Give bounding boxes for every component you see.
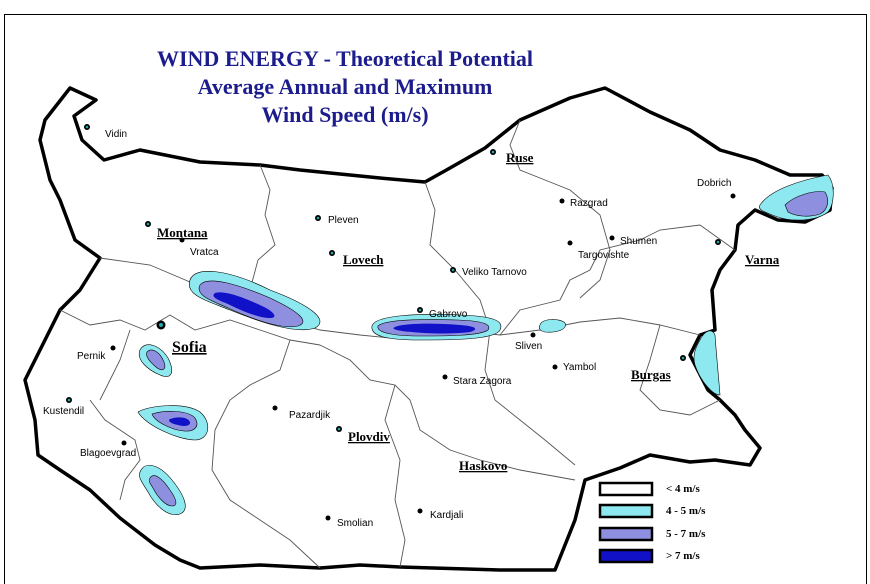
city-label: Kardjali xyxy=(430,510,463,521)
wind-zone-sliven xyxy=(538,319,566,333)
title-line-2: Average Annual and Maximum xyxy=(197,74,493,99)
region-label: Plovdiv xyxy=(348,429,390,444)
legend-label: < 4 m/s xyxy=(666,483,700,495)
region-sofia: Sofia xyxy=(156,320,207,356)
city-label: Yambol xyxy=(563,362,596,373)
city-label: Smolian xyxy=(337,518,373,529)
city-blagoevgrad: Blagoevgrad xyxy=(80,440,136,459)
city-targovishte: Targovishte xyxy=(567,240,630,261)
wind-zone-balkan-west xyxy=(188,270,321,331)
city-sliven: Sliven xyxy=(515,332,542,352)
capital-label: Sofia xyxy=(172,339,207,356)
region-label: Haskovo xyxy=(459,458,507,473)
city-label: Dobrich xyxy=(697,178,731,189)
city-label: Veliko Tarnovo xyxy=(462,267,527,278)
city-shumen: Shumen xyxy=(609,235,657,247)
city-razgrad: Razgrad xyxy=(559,198,608,209)
region-haskovo: Haskovo xyxy=(459,458,507,473)
wind-zone-vitosha xyxy=(138,344,173,377)
city-smolian: Smolian xyxy=(325,515,373,529)
legend-item-below-4: < 4 m/s xyxy=(598,481,700,497)
city-label: Shumen xyxy=(620,236,657,247)
city-yambol: Yambol xyxy=(552,362,596,373)
wind-zone-kaliakra xyxy=(759,174,834,221)
city-label: Sliven xyxy=(515,341,542,352)
city-label: Stara Zagora xyxy=(453,376,512,387)
city-label: Blagoevgrad xyxy=(80,448,136,459)
region-label: Burgas xyxy=(631,367,671,382)
map-title: WIND ENERGY - Theoretical Potential Aver… xyxy=(100,45,590,129)
wind-zone-burgas-coast xyxy=(693,330,721,396)
city-dobrich: Dobrich xyxy=(697,178,736,199)
map-frame xyxy=(4,14,867,584)
city-pernik: Pernik xyxy=(77,345,116,362)
legend-label: 4 - 5 m/s xyxy=(666,505,706,517)
city-label: Kustendil xyxy=(43,406,84,417)
region-lovech: Lovech xyxy=(329,250,384,267)
city-label: Razgrad xyxy=(570,198,608,209)
legend-label: 5 - 7 m/s xyxy=(666,528,706,540)
country-border xyxy=(23,86,834,572)
region-label: Lovech xyxy=(343,252,384,267)
region-label: Montana xyxy=(157,225,208,240)
wind-zone-balkan-central xyxy=(371,314,502,341)
city-vidin: Vidin xyxy=(84,124,127,140)
region-ruse: Ruse xyxy=(490,149,534,165)
legend-item-4-5: 4 - 5 m/s xyxy=(598,503,706,519)
title-line-1: WIND ENERGY - Theoretical Potential xyxy=(156,46,533,71)
city-label: Targovishte xyxy=(578,250,630,261)
city-pazardjik: Pazardjik xyxy=(272,405,331,421)
legend-label: > 7 m/s xyxy=(666,550,700,562)
region-label: Ruse xyxy=(506,150,534,165)
city-kardjali: Kardjali xyxy=(417,508,463,521)
region-montana: Montana xyxy=(145,221,208,240)
city-label: Pleven xyxy=(328,215,359,226)
city-stara-zagora: Stara Zagora xyxy=(442,374,512,387)
legend: < 4 m/s 4 - 5 m/s 5 - 7 m/s > 7 m/s xyxy=(598,481,706,564)
city-label: Pernik xyxy=(77,351,106,362)
city-label: Gabrovo xyxy=(429,309,468,320)
title-line-3: Wind Speed (m/s) xyxy=(261,102,429,127)
city-gabrovo: Gabrovo xyxy=(417,307,468,320)
legend-item-5-7: 5 - 7 m/s xyxy=(598,526,706,542)
city-label: Vidin xyxy=(105,129,127,140)
region-plovdiv: Plovdiv xyxy=(336,426,390,444)
city-kustendil: Kustendil xyxy=(43,397,84,417)
region-burgas: Burgas xyxy=(631,355,686,382)
legend-item-above-7: > 7 m/s xyxy=(598,548,700,564)
region-label: Varna xyxy=(745,252,780,267)
city-label: Vratca xyxy=(190,247,219,258)
city-vratca: Vratca xyxy=(179,237,219,258)
wind-zone-pirin xyxy=(139,465,186,516)
wind-zone-rila xyxy=(137,405,208,441)
city-veliko-tarnovo: Veliko Tarnovo xyxy=(450,267,527,278)
region-varna: Varna xyxy=(715,239,780,267)
city-label: Pazardjik xyxy=(289,410,331,421)
city-pleven: Pleven xyxy=(315,215,359,226)
